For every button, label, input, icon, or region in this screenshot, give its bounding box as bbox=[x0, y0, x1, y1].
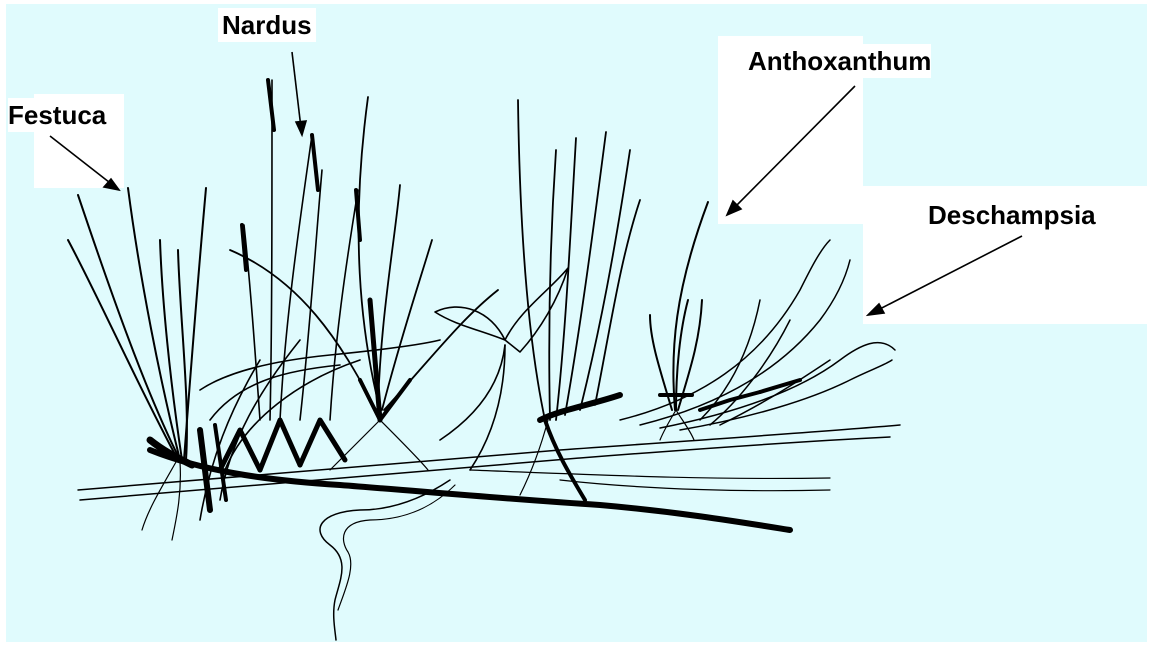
label-festuca: Festuca bbox=[8, 98, 106, 132]
label-deschampsia: Deschampsia bbox=[928, 198, 1096, 232]
label-anthoxanthum: Anthoxanthum bbox=[748, 44, 931, 78]
label-nardus: Nardus bbox=[218, 8, 316, 42]
